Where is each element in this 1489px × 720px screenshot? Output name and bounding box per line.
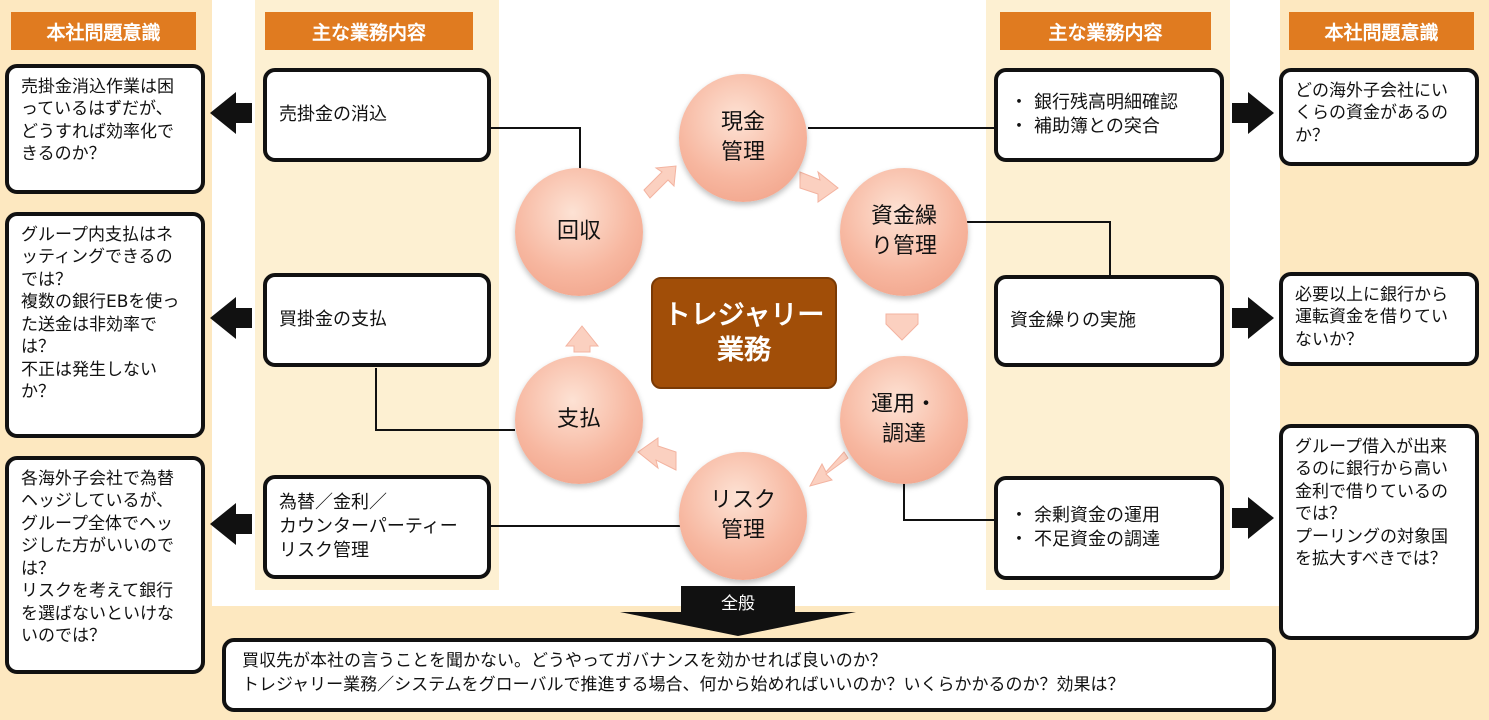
cycle-label: 運用・ 調達 bbox=[870, 392, 937, 447]
bullet-item: 銀行残高明細確認 bbox=[1010, 91, 1178, 115]
bullet-item: 不足資金の調達 bbox=[1010, 528, 1160, 552]
left-task-text: 売掛金の消込 bbox=[279, 104, 387, 126]
cycle-label: 資金繰 り管理 bbox=[870, 204, 937, 259]
general-line: トレジャリー業務／システムをグローバルで推進する場合、何から始めればいいのか？い… bbox=[242, 674, 1125, 695]
cycle-payment: 支払 bbox=[515, 356, 643, 484]
center-label: トレジャリー業務 bbox=[663, 299, 825, 366]
left-issue-box-1: 売掛金消込作業は困っているはずだが、どうすれば効率化できるのか？ bbox=[5, 64, 205, 194]
treasury-center-box: トレジャリー業務 bbox=[651, 277, 837, 389]
cycle-collection: 回収 bbox=[515, 168, 643, 296]
right-issue-header: 本社問題意識 bbox=[1289, 12, 1474, 50]
left-arrow-icon bbox=[210, 92, 252, 134]
left-arrow-icon bbox=[210, 297, 252, 339]
cycle-label: 現金 管理 bbox=[720, 110, 765, 165]
right-issue-box-3: グループ借入が出来るのに銀行から高い金利で借りているのでは？ プーリングの対象国… bbox=[1279, 424, 1479, 640]
bullet-list: 銀行残高明細確認 補助簿との突合 bbox=[1010, 91, 1178, 139]
general-line: 買収先が本社の言うことを聞かない。どうやってガバナンスを効かせれば良いのか？ bbox=[242, 651, 887, 671]
bullet-list: 余剰資金の運用 不足資金の調達 bbox=[1010, 504, 1160, 552]
left-issue-box-2: グループ内支払はネッティングできるのでは？ 複数の銀行EBを使った送金は非効率で… bbox=[5, 212, 205, 438]
left-issue-text: 売掛金消込作業は困っているはずだが、どうすれば効率化できるのか？ bbox=[21, 77, 174, 165]
chevron-invest-to-risk-icon bbox=[808, 451, 849, 487]
right-task-funding: 資金繰りの実施 bbox=[994, 275, 1224, 367]
cycle-label: 回収 bbox=[556, 219, 601, 245]
right-issue-text: 必要以上に銀行から運転資金を借りていないか？ bbox=[1295, 285, 1448, 350]
general-issue-box: 買収先が本社の言うことを聞かない。どうやってガバナンスを効かせれば良いのか？ ト… bbox=[222, 638, 1276, 712]
left-task-receivable: 売掛金の消込 bbox=[263, 68, 491, 162]
chevron-risk-to-payment-icon bbox=[637, 437, 677, 471]
right-task-investment: 余剰資金の運用 不足資金の調達 bbox=[994, 476, 1224, 580]
left-task-risk: 為替／金利／ カウンターパーティーリスク管理 bbox=[263, 475, 491, 579]
right-task-text: 資金繰りの実施 bbox=[1010, 310, 1136, 332]
right-tasks-header: 主な業務内容 bbox=[1000, 12, 1211, 50]
left-task-text: 買掛金の支払 bbox=[279, 309, 387, 331]
left-issue-text: グループ内支払はネッティングできるのでは？ 複数の銀行EBを使った送金は非効率で… bbox=[21, 225, 180, 403]
left-issue-text: 各海外子会社で為替ヘッジしているが、グループ全体でヘッジした方がいいのでは？ リ… bbox=[21, 469, 174, 647]
cycle-investment-funding: 運用・ 調達 bbox=[840, 356, 968, 484]
right-issue-text: グループ借入が出来るのに銀行から高い金利で借りているのでは？ プーリングの対象国… bbox=[1295, 437, 1448, 570]
right-issue-box-2: 必要以上に銀行から運転資金を借りていないか？ bbox=[1279, 272, 1479, 366]
right-issue-text: どの海外子会社にいくらの資金があるのか？ bbox=[1295, 81, 1448, 146]
connector-receivable bbox=[489, 127, 581, 170]
left-issue-box-3: 各海外子会社で為替ヘッジしているが、グループ全体でヘッジした方がいいのでは？ リ… bbox=[5, 456, 205, 674]
cycle-label: リスク 管理 bbox=[709, 488, 776, 543]
cycle-label: 支払 bbox=[556, 407, 601, 433]
bullet-item: 補助簿との突合 bbox=[1010, 115, 1178, 139]
right-arrow-icon bbox=[1232, 92, 1274, 134]
left-task-payable: 買掛金の支払 bbox=[263, 273, 491, 367]
right-issue-box-1: どの海外子会社にいくらの資金があるのか？ bbox=[1279, 68, 1479, 166]
connector-invest bbox=[903, 482, 997, 521]
chevron-cash-to-funding-icon bbox=[799, 170, 839, 203]
bullet-item: 余剰資金の運用 bbox=[1010, 504, 1160, 528]
left-issue-header: 本社問題意識 bbox=[11, 12, 196, 50]
chevron-collection-to-cash-icon bbox=[643, 165, 677, 199]
cycle-risk-management: リスク 管理 bbox=[679, 452, 807, 580]
right-task-cash: 銀行残高明細確認 補助簿との突合 bbox=[994, 68, 1224, 162]
left-tasks-header: 主な業務内容 bbox=[265, 12, 473, 50]
left-task-text: 為替／金利／ カウンターパーティーリスク管理 bbox=[279, 492, 458, 561]
cycle-cash-flow-management: 資金繰 り管理 bbox=[840, 168, 968, 296]
left-arrow-icon bbox=[210, 503, 252, 545]
cycle-cash-management: 現金 管理 bbox=[679, 74, 807, 202]
right-arrow-icon bbox=[1232, 497, 1274, 539]
chevron-funding-to-invest-icon bbox=[885, 313, 919, 341]
chevron-payment-to-collection-icon bbox=[564, 325, 600, 353]
general-tag: 全般 bbox=[681, 586, 795, 616]
right-arrow-icon bbox=[1232, 297, 1274, 339]
